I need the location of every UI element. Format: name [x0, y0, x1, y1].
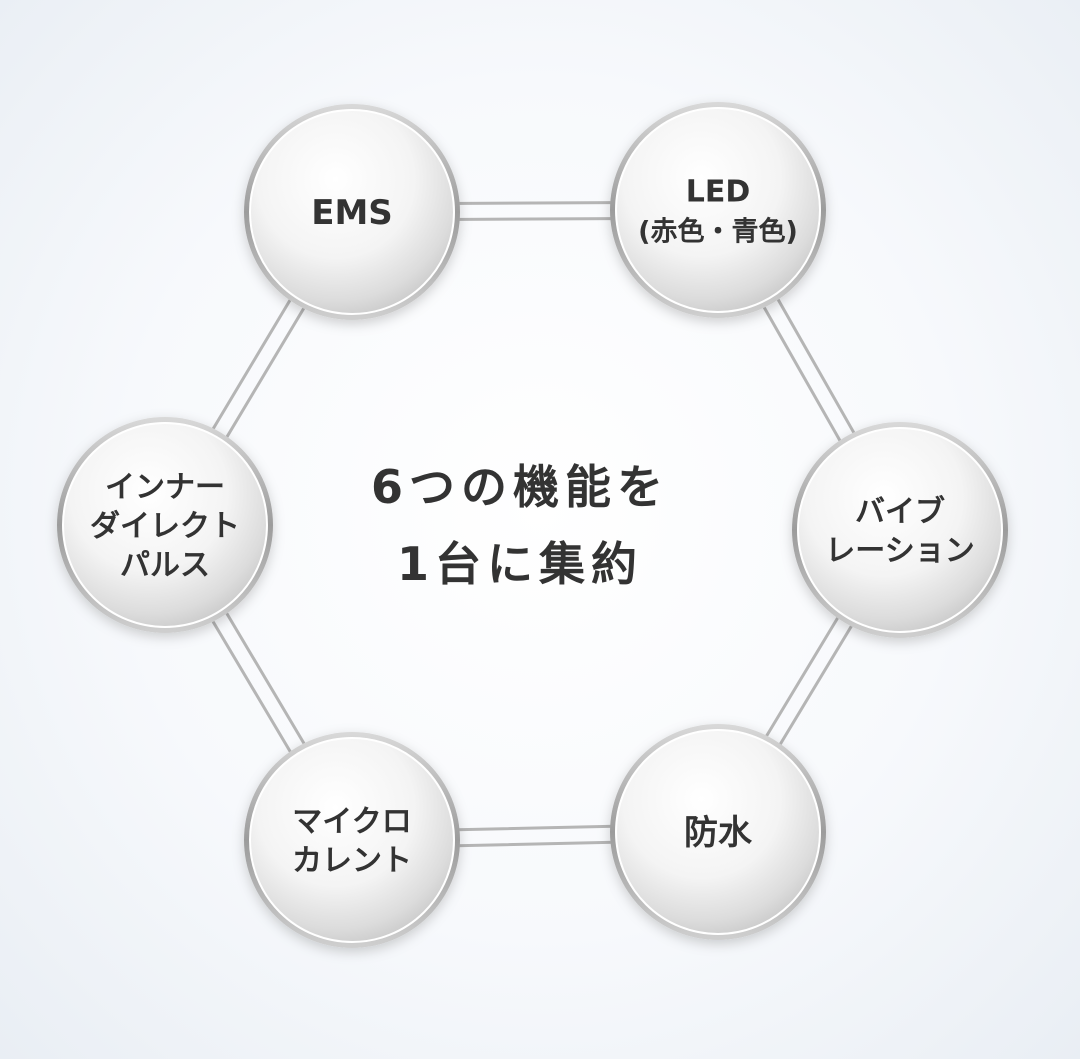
node-sphere [797, 427, 1003, 633]
node-sphere [249, 737, 455, 943]
node-label-line: ダイレクト [90, 509, 240, 544]
node-label-line: レーション [825, 533, 974, 568]
center-line-2: 1台に集約 [397, 537, 643, 591]
node-sphere [249, 109, 455, 315]
node-label-line: (赤色・青色) [638, 215, 798, 247]
center-caption: 6つの機能を 1台に集約 [371, 460, 669, 591]
node-sphere [615, 107, 821, 313]
node-label-line: バイブ [855, 494, 945, 529]
node-label-line: カレント [292, 843, 412, 878]
node-led: LED (赤色・青色) [610, 102, 826, 318]
node-label-line: 防水 [684, 813, 753, 853]
node-label-line: マイクロ [292, 804, 411, 839]
node-label-line: インナー [105, 470, 225, 505]
node-label-line: パルス [120, 548, 210, 583]
node-waterproof: 防水 [610, 724, 826, 940]
node-label-line: EMS [311, 193, 393, 233]
center-line-1: 6つの機能を [371, 460, 669, 514]
node-sphere [62, 422, 268, 628]
node-ems: EMS [244, 104, 460, 320]
node-label-line: LED [686, 174, 751, 209]
node-sphere [615, 729, 821, 935]
